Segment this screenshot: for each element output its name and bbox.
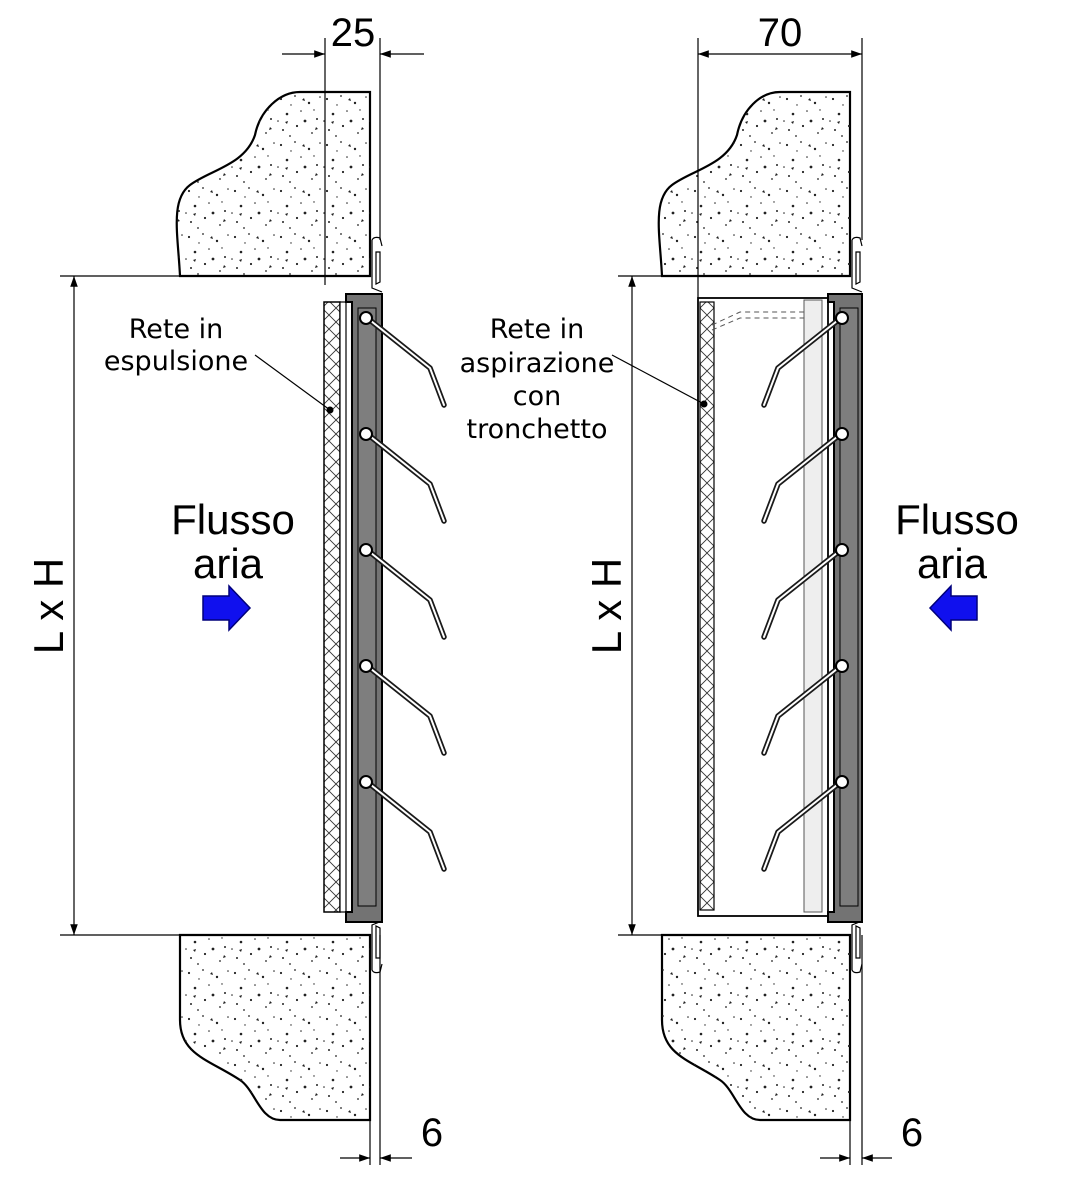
left-section: 25 6 L x H Rete in espulsione — [25, 11, 447, 1165]
right-section: 70 6 L x H Rete in — [460, 11, 1019, 1165]
right-bottom-dimension: 6 — [901, 1111, 923, 1155]
right-net-label-line1: Rete in — [490, 314, 585, 345]
right-intake-net — [699, 301, 715, 911]
left-net-label-line1: Rete in — [129, 314, 224, 345]
right-blades — [761, 311, 849, 872]
arrow-left-icon — [928, 584, 978, 632]
left-size-label: L x H — [25, 558, 72, 654]
left-net-label-line2: espulsione — [104, 346, 248, 377]
left-flow-label-line1: Flusso — [171, 496, 295, 543]
left-flow-label-line2: aria — [193, 540, 264, 587]
left-top-dimension: 25 — [331, 11, 376, 55]
left-exhaust-net — [323, 301, 341, 913]
right-net-label-line4: tronchetto — [467, 414, 608, 445]
right-top-dimension: 70 — [758, 11, 803, 55]
left-bottom-dimension: 6 — [421, 1111, 443, 1155]
right-size-label: L x H — [583, 558, 630, 654]
right-net-label-line2: aspirazione — [460, 348, 615, 379]
right-flow-label-line2: aria — [917, 540, 988, 587]
right-flow-label-line1: Flusso — [895, 496, 1019, 543]
left-blades — [359, 311, 447, 872]
right-net-label-line3: con — [513, 381, 561, 412]
arrow-right-icon — [202, 584, 252, 632]
